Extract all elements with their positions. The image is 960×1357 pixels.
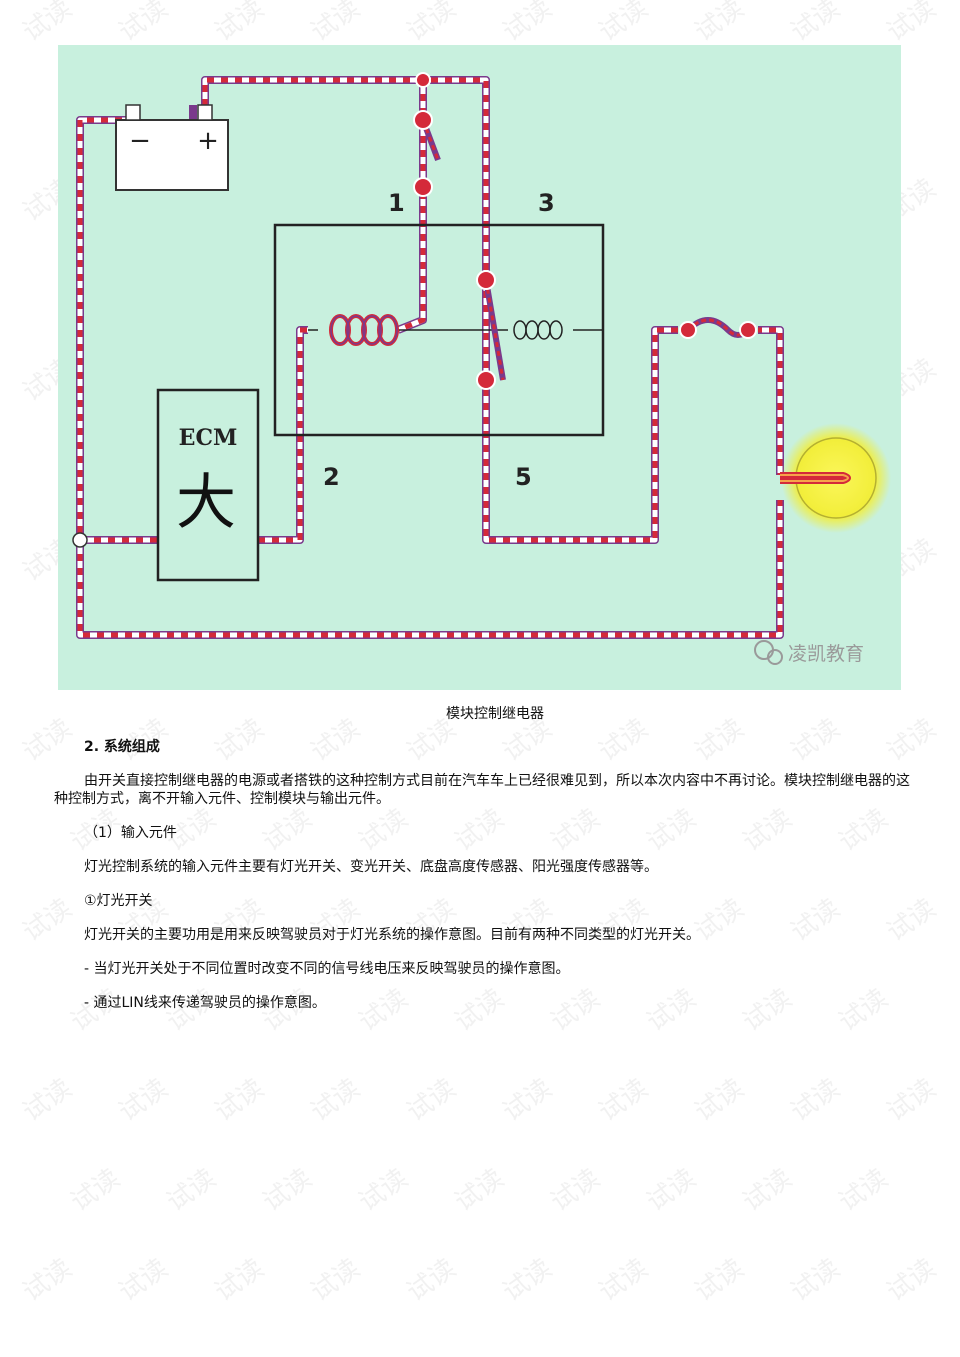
watermark-text: 试读 (689, 1073, 750, 1128)
watermark-text: 试读 (17, 1253, 78, 1308)
watermark-text: 试读 (881, 893, 942, 948)
watermark-text: 试读 (401, 1253, 462, 1308)
ecm-label: ECM (179, 425, 238, 451)
battery-minus-label: − (129, 126, 151, 156)
watermark-text: 试读 (209, 1253, 270, 1308)
ecm-module: ECM 大 (156, 388, 260, 582)
watermark-text: 试读 (113, 0, 174, 48)
watermark-text: 试读 (785, 1073, 846, 1128)
watermark-text: 试读 (449, 1163, 510, 1218)
watermark-text: 试读 (113, 1253, 174, 1308)
watermark-text: 试读 (737, 1163, 798, 1218)
wires (76, 76, 784, 639)
bullet-voltage: - 当灯光开关处于不同位置时改变不同的信号线电压来反映驾驶员的操作意图。 (84, 961, 570, 977)
watermark-text: 试读 (881, 0, 942, 48)
watermark-text: 试读 (401, 0, 462, 48)
fuse (678, 317, 758, 339)
watermark-text: 试读 (497, 1253, 558, 1308)
relay-box (273, 223, 605, 437)
watermark-text: 试读 (305, 1073, 366, 1128)
watermark-text: 试读 (449, 983, 510, 1038)
sub-heading-input: （1）输入元件 (84, 825, 177, 841)
watermark-text: 试读 (257, 1163, 318, 1218)
watermark-text: 试读 (545, 983, 606, 1038)
watermark-text: 试读 (881, 1073, 942, 1128)
watermark-text: 试读 (689, 1253, 750, 1308)
watermark-text: 试读 (305, 1253, 366, 1308)
watermark-text: 试读 (497, 1073, 558, 1128)
watermark-text: 试读 (209, 1073, 270, 1128)
battery: − + (115, 104, 229, 191)
battery-plus-label: + (197, 126, 219, 156)
watermark-text: 试读 (209, 0, 270, 48)
watermark-text: 试读 (353, 1163, 414, 1218)
brand-name: 凌凯教育 (788, 643, 864, 665)
pin-2-label: 2 (323, 463, 340, 491)
watermark-text: 试读 (113, 1073, 174, 1128)
watermark-text: 试读 (641, 983, 702, 1038)
watermark-text: 试读 (785, 1253, 846, 1308)
paragraph-input-components: 灯光控制系统的输入元件主要有灯光开关、变光开关、底盘高度传感器、阳光强度传感器等… (84, 859, 658, 875)
relay-coil-secondary (513, 320, 563, 340)
watermark-text: 试读 (593, 0, 654, 48)
watermark-text: 试读 (545, 1163, 606, 1218)
pin-3-label: 3 (538, 189, 555, 217)
watermark-text: 试读 (353, 983, 414, 1038)
pin-1-label: 1 (388, 189, 405, 217)
watermark-text: 试读 (497, 0, 558, 48)
item-heading-light-switch: ①灯光开关 (84, 893, 153, 909)
bullet-lin: - 通过LIN线来传递驾驶员的操作意图。 (84, 995, 326, 1011)
paragraph-intro: 由开关直接控制继电器的电源或者搭铁的这种控制方式目前在汽车车上已经很难见到，所以… (54, 773, 910, 807)
watermark-text: 试读 (65, 1163, 126, 1218)
watermark-text: 试读 (305, 0, 366, 48)
section-heading: 2. 系统组成 (84, 739, 160, 755)
watermark-text: 试读 (881, 1253, 942, 1308)
watermark-text: 试读 (593, 1253, 654, 1308)
watermark-text: 试读 (785, 893, 846, 948)
watermark-text: 试读 (17, 0, 78, 48)
watermark-text: 试读 (737, 983, 798, 1038)
brand-logo: 凌凯教育 (754, 640, 864, 665)
watermark-text: 试读 (833, 983, 894, 1038)
watermark-text: 试读 (689, 0, 750, 48)
watermark-text: 试读 (785, 0, 846, 48)
figure-caption: 模块控制继电器 (446, 706, 544, 722)
relay-circuit-diagram: − + (58, 45, 901, 690)
watermark-text: 试读 (17, 1073, 78, 1128)
watermark-text: 试读 (161, 1163, 222, 1218)
watermark-text: 试读 (593, 1073, 654, 1128)
watermark-text: 试读 (833, 1163, 894, 1218)
pin-5-label: 5 (515, 463, 532, 491)
switch-1 (413, 72, 441, 197)
watermark-text: 试读 (401, 1073, 462, 1128)
paragraph-light-switch: 灯光开关的主要功用是用来反映驾驶员对于灯光系统的操作意图。目前有两种不同类型的灯… (84, 927, 700, 943)
lamp (780, 423, 891, 533)
ecm-symbol: 大 (176, 468, 236, 538)
watermark-text: 试读 (641, 1163, 702, 1218)
junction-node (72, 532, 88, 548)
watermark-text: 试读 (17, 893, 78, 948)
